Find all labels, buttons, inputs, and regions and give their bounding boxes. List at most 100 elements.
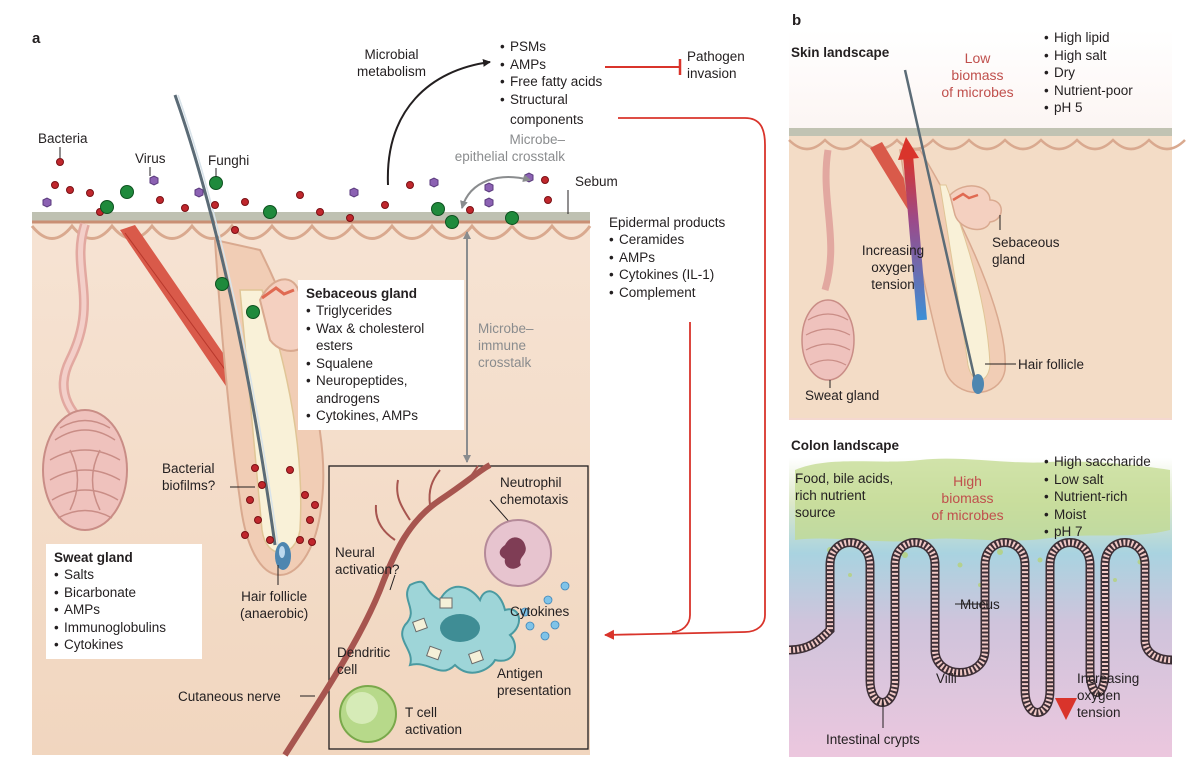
immune-crosstalk-label: Microbe– immune crosstalk bbox=[478, 320, 534, 371]
colon-oxygen-line3: tension bbox=[1077, 705, 1121, 720]
sebaceous-item: Triglycerides bbox=[306, 302, 456, 320]
skin-biomass-line3: of microbes bbox=[941, 84, 1014, 100]
neutrophil-line1: Neutrophil bbox=[500, 475, 562, 490]
colon-food-line1: Food, bile acids, bbox=[795, 471, 894, 486]
metabolite-list: PSMs AMPs Free fatty acids Structural bbox=[500, 38, 602, 108]
colon-condition: Low salt bbox=[1044, 471, 1151, 489]
immune-line2: immune bbox=[478, 338, 527, 353]
skin-condition: pH 5 bbox=[1044, 99, 1133, 117]
skin-biomass-line1: Low bbox=[964, 50, 991, 66]
microbial-metabolism-line1: Microbial bbox=[364, 47, 419, 62]
skin-sebaceous-label: Sebaceous gland bbox=[992, 234, 1060, 268]
colon-oxygen-line1: Increasing bbox=[1077, 671, 1140, 686]
sebaceous-title: Sebaceous gland bbox=[306, 286, 418, 301]
metabolite-item: Structural bbox=[500, 91, 602, 109]
antigen-line2: presentation bbox=[497, 683, 572, 698]
sebaceous-item: Cytokines, AMPs bbox=[306, 407, 456, 425]
t-cell-line2: activation bbox=[405, 722, 463, 737]
microbial-metabolism-line2: metabolism bbox=[357, 64, 427, 79]
colon-biomass-line3: of microbes bbox=[931, 507, 1004, 523]
colon-conditions-list: High saccharide Low salt Nutrient-rich M… bbox=[1044, 453, 1151, 541]
neural-activation-label: Neural activation? bbox=[335, 544, 400, 578]
sebaceous-item: Neuropeptides, bbox=[306, 372, 456, 390]
metabolite-item: AMPs bbox=[500, 56, 602, 74]
hair-follicle-label: Hair follicle (anaerobic) bbox=[240, 588, 308, 622]
skin-landscape-title: Skin landscape bbox=[791, 45, 890, 60]
biofilms-line2: biofilms? bbox=[162, 478, 216, 493]
sweat-item: Bicarbonate bbox=[54, 584, 194, 602]
sweat-item: AMPs bbox=[54, 601, 194, 619]
t-cell-line1: T cell bbox=[405, 705, 438, 720]
immune-line1: Microbe– bbox=[478, 321, 534, 336]
dendritic-cell-label: Dendritic cell bbox=[337, 644, 390, 678]
epithelial-line2: epithelial crosstalk bbox=[454, 149, 565, 164]
antigen-line1: Antigen bbox=[497, 666, 543, 681]
sweat-title: Sweat gland bbox=[54, 550, 133, 565]
epidermal-item: Ceramides bbox=[609, 231, 725, 249]
epidermal-products: Epidermal products Ceramides AMPs Cytoki… bbox=[609, 214, 725, 301]
epidermal-item: AMPs bbox=[609, 249, 725, 267]
dendritic-line1: Dendritic bbox=[337, 645, 391, 660]
skin-condition: Nutrient-poor bbox=[1044, 82, 1133, 100]
pathogen-invasion-label: Pathogen invasion bbox=[687, 48, 745, 82]
colon-food-line2: rich nutrient bbox=[795, 488, 866, 503]
skin-sweat-gland-label: Sweat gland bbox=[805, 388, 880, 403]
colon-biomass-line1: High bbox=[953, 473, 982, 489]
panel-b-letter: b bbox=[792, 12, 802, 29]
colon-oxygen-label: Increasing oxygen tension bbox=[1077, 670, 1139, 721]
colon-biomass-label: High biomass of microbes bbox=[920, 473, 1015, 524]
epidermal-item: Cytokines (IL-1) bbox=[609, 266, 725, 284]
mucus-label: Mucus bbox=[960, 597, 1000, 612]
neural-line1: Neural bbox=[335, 545, 375, 560]
bacterial-biofilms-label: Bacterial biofilms? bbox=[162, 460, 215, 494]
colon-condition: High saccharide bbox=[1044, 453, 1151, 471]
skin-oxygen-line3: tension bbox=[871, 277, 915, 292]
fungi-label: Funghi bbox=[208, 153, 250, 168]
sebaceous-item: Wax & cholesterol bbox=[306, 320, 456, 338]
virus-label: Virus bbox=[135, 151, 166, 166]
skin-conditions-list: High lipid High salt Dry Nutrient-poor p… bbox=[1044, 29, 1133, 117]
sebaceous-gland-box: Sebaceous gland Triglycerides Wax & chol… bbox=[298, 280, 464, 430]
sebaceous-item: Squalene bbox=[306, 355, 456, 373]
colon-food-line3: source bbox=[795, 505, 836, 520]
hair-follicle-line2: (anaerobic) bbox=[240, 606, 309, 621]
sweat-item: Salts bbox=[54, 566, 194, 584]
skin-biomass-line2: biomass bbox=[951, 67, 1004, 83]
dendritic-line2: cell bbox=[337, 662, 358, 677]
sebaceous-list-2: Squalene Neuropeptides, bbox=[306, 355, 456, 390]
skin-biomass-label: Low biomass of microbes bbox=[930, 50, 1025, 101]
colon-food-label: Food, bile acids, rich nutrient source bbox=[795, 470, 893, 521]
pathogen-line1: Pathogen bbox=[687, 49, 745, 64]
sebum-label: Sebum bbox=[575, 174, 618, 189]
sebaceous-list: Triglycerides Wax & cholesterol bbox=[306, 302, 456, 337]
skin-oxygen-line1: Increasing bbox=[861, 243, 925, 258]
neural-line2: activation? bbox=[335, 562, 400, 577]
cytokines-label: Cytokines bbox=[510, 604, 570, 619]
t-cell-label: T cell activation bbox=[405, 704, 462, 738]
antigen-presentation-label: Antigen presentation bbox=[497, 665, 571, 699]
cutaneous-nerve-label: Cutaneous nerve bbox=[178, 689, 281, 704]
skin-sebaceous-line1: Sebaceous bbox=[992, 235, 1060, 250]
colon-condition: Moist bbox=[1044, 506, 1151, 524]
colon-biomass-line2: biomass bbox=[941, 490, 994, 506]
epidermal-item: Complement bbox=[609, 284, 725, 302]
skin-condition: High lipid bbox=[1044, 29, 1133, 47]
skin-condition: High salt bbox=[1044, 47, 1133, 65]
pathogen-line2: invasion bbox=[687, 66, 737, 81]
metabolite-item: PSMs bbox=[500, 38, 602, 56]
skin-oxygen-label: Increasing oxygen tension bbox=[853, 242, 933, 293]
metabolite-item-cont: components bbox=[510, 112, 584, 127]
sweat-item: Cytokines bbox=[54, 636, 194, 654]
biofilms-line1: Bacterial bbox=[162, 461, 215, 476]
skin-oxygen-line2: oxygen bbox=[871, 260, 915, 275]
neutrophil-label: Neutrophil chemotaxis bbox=[500, 474, 568, 508]
immune-line3: crosstalk bbox=[478, 355, 532, 370]
colon-condition: Nutrient-rich bbox=[1044, 488, 1151, 506]
colon-condition: pH 7 bbox=[1044, 523, 1151, 541]
sweat-item: Immunoglobulins bbox=[54, 619, 194, 637]
neutrophil-line2: chemotaxis bbox=[500, 492, 569, 507]
epithelial-crosstalk-label: Microbe– epithelial crosstalk bbox=[440, 131, 565, 165]
skin-condition: Dry bbox=[1044, 64, 1133, 82]
colon-oxygen-line2: oxygen bbox=[1077, 688, 1121, 703]
